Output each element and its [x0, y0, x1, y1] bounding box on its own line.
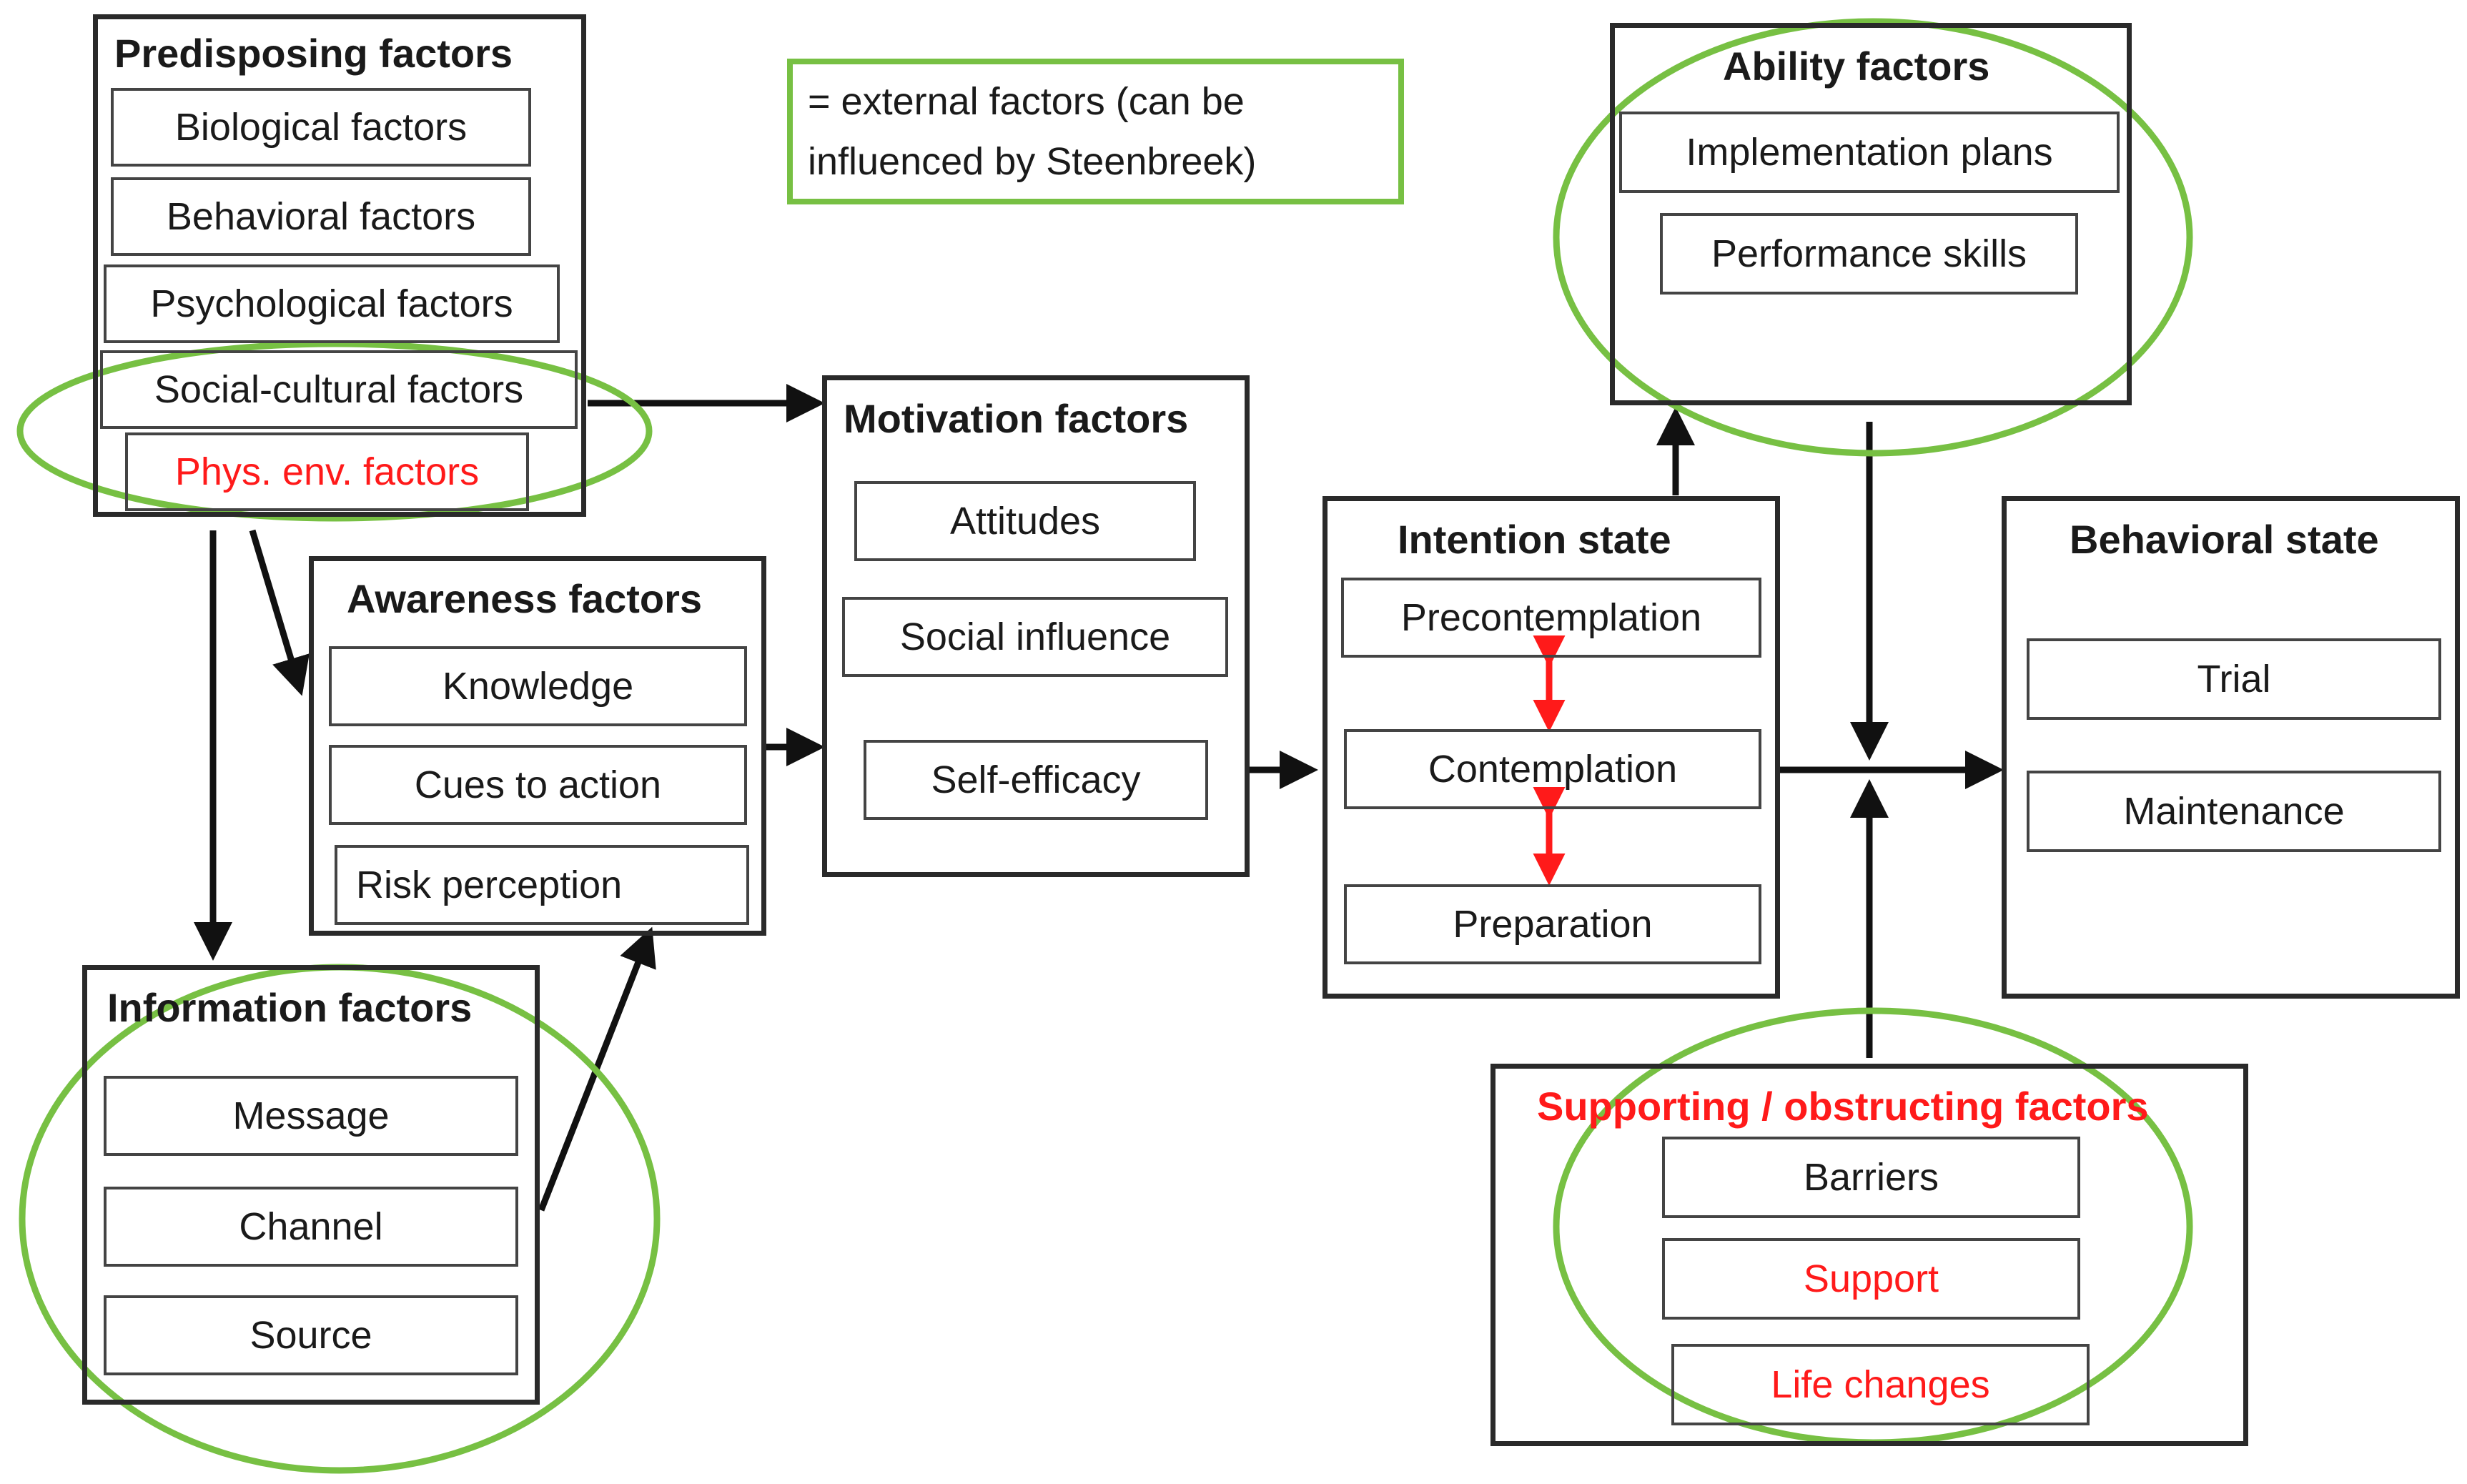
- ability-factors-box: [1610, 23, 2132, 405]
- intention-item-precontemplation: Precontemplation: [1341, 578, 1761, 658]
- information-factors-title: Information factors: [107, 985, 473, 1030]
- motivation-factors-box: [822, 375, 1250, 877]
- predisposing-factors-title: Predisposing factors: [114, 31, 513, 76]
- external-ellipse-social-physical: [16, 340, 653, 522]
- information-factors-box: [82, 965, 540, 1405]
- motivation-item-social-influence: Social influence: [842, 597, 1228, 677]
- external-ellipse-ability: [1553, 18, 2193, 457]
- information-item-message: Message: [104, 1076, 518, 1156]
- information-item-channel: Channel: [104, 1187, 518, 1267]
- legend-frame: [787, 59, 1404, 204]
- behavioral-item-maintenance: Maintenance: [2027, 771, 2441, 852]
- supporting-factors-box: [1490, 1064, 2248, 1446]
- ability-item-performance-skills: Performance skills: [1660, 213, 2078, 295]
- arrow-predisposing-to-awareness: [249, 529, 310, 696]
- predisposing-factors-box: [93, 14, 586, 517]
- ability-factors-title: Ability factors: [1723, 44, 1990, 89]
- awareness-factors-box: [309, 556, 766, 936]
- supporting-item-barriers: Barriers: [1662, 1137, 2080, 1218]
- legend-line-1: = external factors (can be: [808, 80, 1245, 123]
- information-item-source: Source: [104, 1295, 518, 1375]
- intention-state-title: Intention state: [1398, 517, 1671, 562]
- supporting-factors-title: Supporting / obstructing factors: [1537, 1084, 2149, 1129]
- predisposing-item-psychological: Psychological factors: [104, 264, 560, 343]
- predisposing-item-biological: Biological factors: [111, 88, 531, 167]
- legend-line-2: influenced by Steenbreek): [808, 140, 1257, 183]
- intention-state-box: [1323, 496, 1780, 999]
- behavioral-item-trial: Trial: [2027, 638, 2441, 720]
- predisposing-item-behavioral: Behavioral factors: [111, 177, 531, 256]
- ability-item-implementation-plans: Implementation plans: [1619, 112, 2120, 193]
- supporting-item-support: Support: [1662, 1238, 2080, 1320]
- motivation-item-attitudes: Attitudes: [854, 481, 1196, 561]
- legend-text: = external factors (can be influenced by…: [808, 71, 1256, 192]
- awareness-item-cues-to-action: Cues to action: [329, 745, 747, 825]
- awareness-factors-title: Awareness factors: [347, 576, 702, 621]
- motivation-item-self-efficacy: Self-efficacy: [864, 740, 1208, 820]
- awareness-item-risk-perception: Risk perception: [335, 845, 749, 925]
- motivation-factors-title: Motivation factors: [844, 396, 1189, 441]
- predisposing-item-social-cultural: Social-cultural factors: [100, 350, 578, 429]
- awareness-item-knowledge: Knowledge: [329, 646, 747, 726]
- behavioral-state-box: [2002, 496, 2460, 999]
- predisposing-item-physical-environment: Phys. env. factors: [125, 432, 529, 511]
- intention-item-contemplation: Contemplation: [1344, 729, 1761, 809]
- supporting-item-life-changes: Life changes: [1671, 1344, 2090, 1425]
- behavioral-state-title: Behavioral state: [2070, 517, 2379, 562]
- intention-item-preparation: Preparation: [1344, 884, 1761, 964]
